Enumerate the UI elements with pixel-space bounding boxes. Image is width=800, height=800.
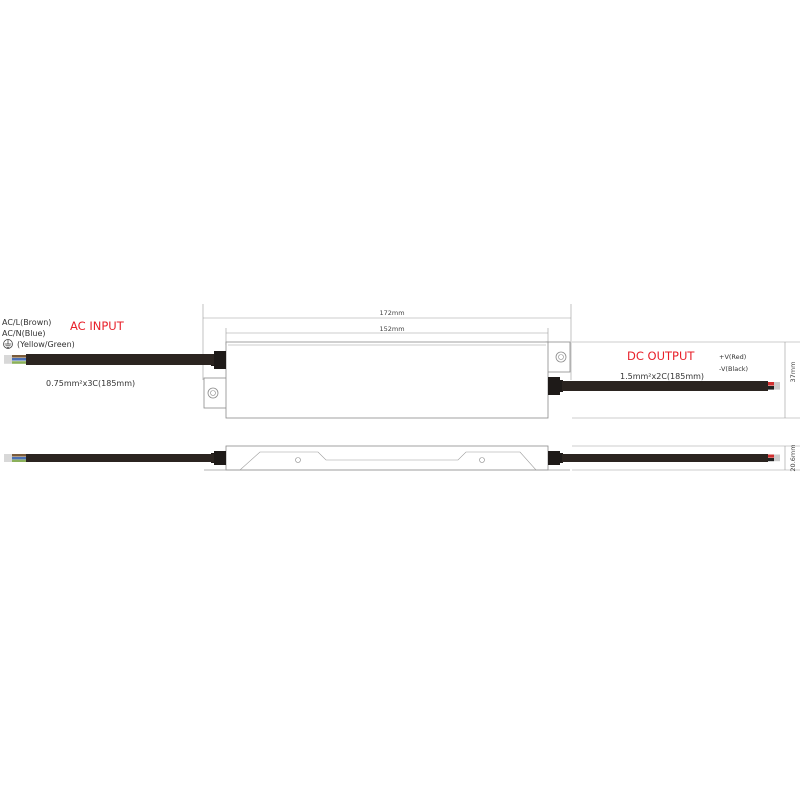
- ground-yellow-green-label: (Yellow/Green): [17, 340, 75, 349]
- right-mounting-tab: [545, 341, 571, 373]
- height-label: 20.6mm: [789, 444, 797, 471]
- ac-n-blue-label: AC/N(Blue): [2, 329, 46, 338]
- housing-side-view: [225, 445, 549, 471]
- width-label: 37mm: [789, 362, 797, 383]
- overall-length-dimension: 172mm: [202, 304, 572, 380]
- dc-output-cable: [562, 381, 768, 391]
- ac-input-labels: AC/L(Brown) AC/N(Blue) (Yellow/Green) AC…: [2, 318, 135, 388]
- dc-output-title: DC OUTPUT: [627, 349, 695, 363]
- ac-wire-ends: [4, 355, 26, 364]
- width-dimension: 37mm: [572, 341, 800, 419]
- body-length-label: 152mm: [379, 325, 404, 333]
- ac-input-cable: [26, 354, 214, 365]
- negative-black-label: -V(Black): [719, 365, 748, 373]
- dc-output-labels: DC OUTPUT +V(Red) -V(Black) 1.5mm²x2C(18…: [620, 349, 748, 381]
- ground-symbol-icon: [3, 339, 13, 349]
- side-view: 20.6mm: [4, 444, 800, 472]
- ac-input-title: AC INPUT: [70, 319, 125, 333]
- dc-cable-spec: 1.5mm²x2C(185mm): [620, 372, 704, 381]
- dc-wire-ends: [768, 382, 780, 390]
- ac-cable-spec: 0.75mm²x3C(185mm): [46, 379, 135, 388]
- housing-top-view: [225, 341, 549, 419]
- top-view: 172mm 152mm: [4, 304, 800, 419]
- right-strain-relief: [548, 377, 560, 395]
- positive-red-label: +V(Red): [719, 353, 746, 361]
- left-mounting-tab: [203, 377, 229, 409]
- left-strain-relief: [214, 351, 226, 369]
- overall-length-label: 172mm: [379, 309, 404, 317]
- ac-l-brown-label: AC/L(Brown): [2, 318, 51, 327]
- height-dimension: 20.6mm: [572, 444, 800, 472]
